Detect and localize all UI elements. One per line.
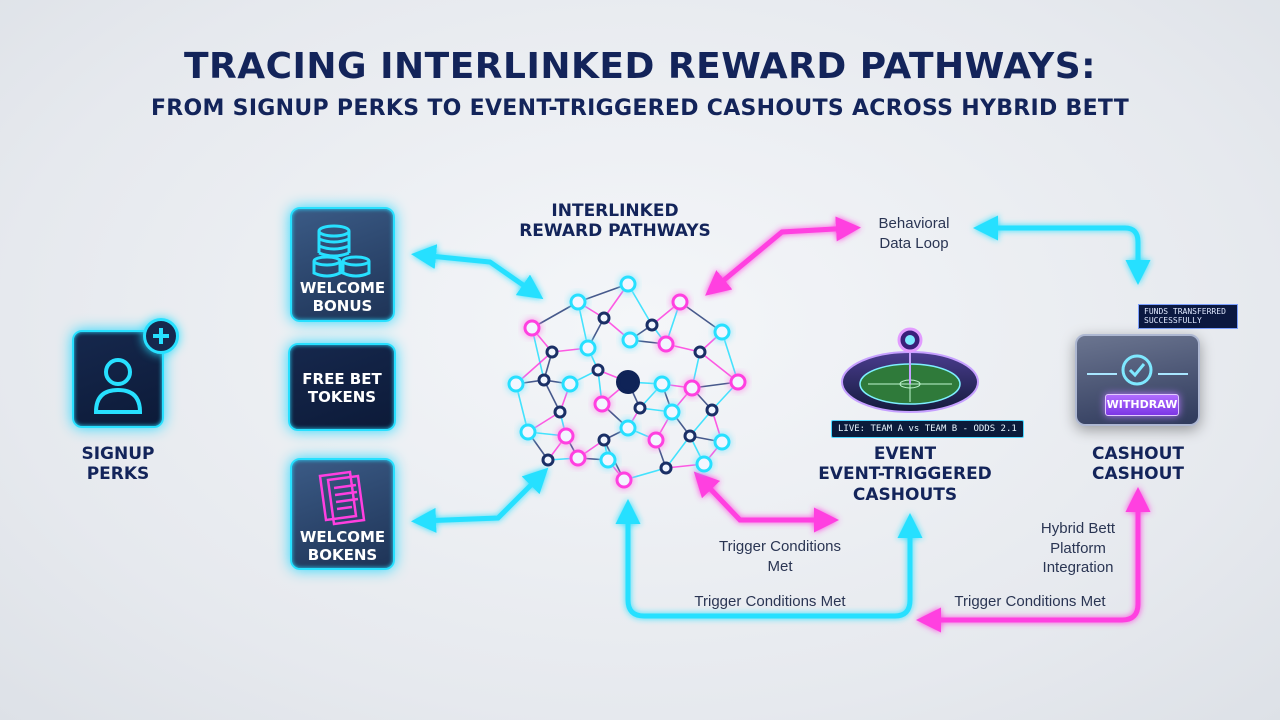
network-node	[561, 375, 579, 393]
trigger-met-label-1: Trigger Conditions Met	[719, 538, 841, 575]
trigger-met-label-3: Trigger Conditions Met	[954, 593, 1106, 610]
network-node	[569, 449, 587, 467]
loop-event-cashout	[916, 487, 1151, 633]
network-node	[693, 345, 707, 359]
free-bet-label: FREE BET TOKENS	[302, 370, 382, 406]
welcome-bonus-label: WELCOME BONUS	[299, 279, 386, 315]
network-node	[599, 451, 617, 469]
network-node	[553, 405, 567, 419]
network-edge	[721, 331, 739, 383]
network-node	[597, 433, 611, 447]
network-node	[537, 373, 551, 387]
event-label: EVENT EVENT-TRIGGERED CASHOUTS	[818, 444, 992, 505]
cashout-label: CASHOUT CASHOUT	[1092, 444, 1184, 485]
plus-badge-icon	[143, 318, 179, 354]
network-edge	[665, 435, 691, 469]
network-edge	[577, 283, 629, 303]
network-node	[569, 293, 587, 311]
network-node	[653, 375, 671, 393]
network-node	[729, 373, 747, 391]
hybrid-platform-label: Hybrid Bett Platform Integration	[1040, 520, 1116, 576]
documents-icon	[318, 470, 366, 526]
network-node	[659, 461, 673, 475]
arrow-network-behavioral	[705, 216, 861, 296]
page-subtitle: FROM SIGNUP PERKS TO EVENT-TRIGGERED CAS…	[150, 96, 1130, 121]
network-node	[713, 323, 731, 341]
page-title: TRACING INTERLINKED REWARD PATHWAYS:	[183, 46, 1097, 87]
network-node	[683, 379, 701, 397]
network-node	[523, 319, 541, 337]
network-node	[619, 419, 637, 437]
signup-label: SIGNUP PERKS	[81, 444, 155, 485]
welcome-bokens-card[interactable]: WELCOME BOKENS	[290, 458, 395, 570]
free-bet-card[interactable]: FREE BET TOKENS	[288, 343, 396, 431]
trigger-met-label-2: Trigger Conditions Met	[694, 593, 846, 610]
network-node	[695, 455, 713, 473]
network-node	[713, 433, 731, 451]
user-plus-icon	[93, 358, 143, 414]
welcome-bonus-card[interactable]: WELCOME BONUS	[290, 207, 395, 322]
transfer-toast: FUNDS TRANSFERRED SUCCESSFULLY	[1138, 304, 1238, 329]
arrow-behavioral-cashout	[973, 215, 1151, 285]
network-node	[507, 375, 525, 393]
network-node	[657, 335, 675, 353]
network-node	[683, 429, 697, 443]
network-node	[616, 370, 640, 394]
network-node	[615, 471, 633, 489]
network-node	[633, 401, 647, 415]
connector-arrows	[411, 215, 1151, 633]
network-node	[541, 453, 555, 467]
network-edge	[679, 301, 723, 333]
network-node	[705, 403, 719, 417]
network-node	[663, 403, 681, 421]
network-node	[645, 318, 659, 332]
coin-stack-icon	[312, 224, 371, 278]
network-node	[591, 363, 605, 377]
arrow-bonus-network	[411, 244, 544, 300]
network-node	[545, 345, 559, 359]
cashout-panel: WITHDRAW	[1075, 334, 1200, 426]
withdraw-button[interactable]: WITHDRAW	[1105, 394, 1179, 416]
behavioral-loop-label: Behavioral Data Loop	[878, 215, 950, 252]
network-node	[597, 311, 611, 325]
loop-network-event	[615, 499, 923, 619]
network-edge	[531, 301, 579, 329]
welcome-bokens-label: WELCOME BOKENS	[299, 528, 386, 564]
arrow-bokens-network	[411, 467, 549, 533]
network-node	[647, 431, 665, 449]
live-ticker: LIVE: TEAM A vs TEAM B - ODDS 2.1	[831, 420, 1024, 438]
network-node	[619, 275, 637, 293]
stadium-icon	[841, 327, 979, 413]
network-node	[671, 293, 689, 311]
network-edge	[531, 327, 545, 381]
network-label: INTERLINKED REWARD PATHWAYS	[519, 201, 711, 242]
network-node	[621, 331, 639, 349]
network-node	[593, 395, 611, 413]
reward-network-graph	[507, 275, 747, 489]
network-node	[557, 427, 575, 445]
network-node	[579, 339, 597, 357]
check-circle-icon	[1087, 354, 1188, 386]
network-node	[519, 423, 537, 441]
